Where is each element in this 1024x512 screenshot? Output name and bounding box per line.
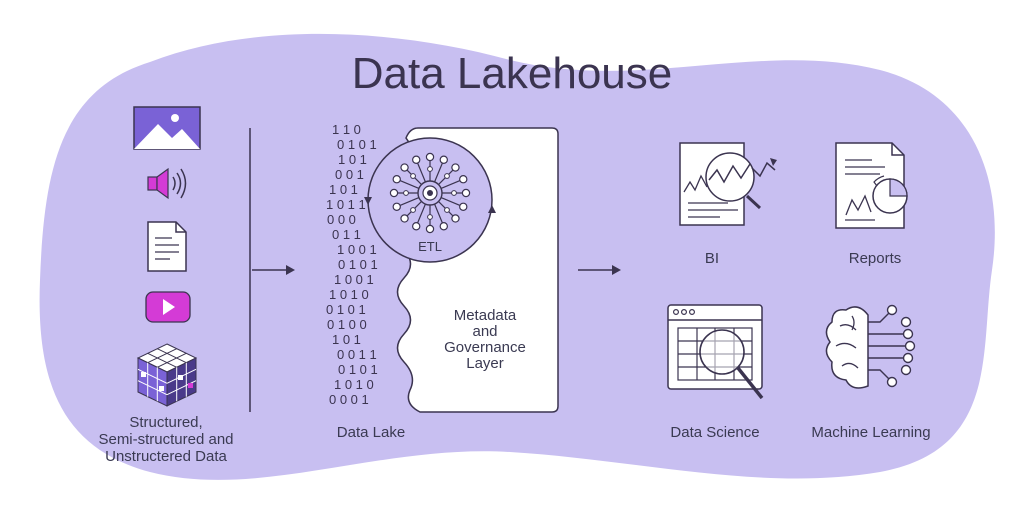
etl-label: ETL xyxy=(418,239,442,254)
binary-row: 1 0 1 xyxy=(329,182,358,197)
binary-row: 0 0 0 xyxy=(327,212,356,227)
binary-row: 1 0 1 xyxy=(332,332,361,347)
bi-chart-icon xyxy=(679,142,777,226)
sources-caption-line: Structured, xyxy=(129,414,203,431)
brain-network-icon xyxy=(825,304,916,389)
speaker-icon xyxy=(147,167,187,200)
data-science-label: Data Science xyxy=(670,424,760,441)
etl-cycle xyxy=(364,137,496,263)
binary-row: 0 1 0 1 xyxy=(338,362,378,377)
machine-learning-label: Machine Learning xyxy=(811,424,931,441)
binary-row: 1 0 1 0 xyxy=(334,377,374,392)
data-lake-label: Data Lake xyxy=(336,424,406,441)
metadata-line: Metadata xyxy=(453,307,517,324)
binary-row: 1 0 1 xyxy=(338,152,367,167)
metadata-governance-label: Metadata and Governance Layer xyxy=(420,308,550,372)
binary-row: 1 1 0 xyxy=(332,122,361,137)
sources-caption: Structured, Semi-structured and Unstruct… xyxy=(66,414,266,465)
reports-label: Reports xyxy=(848,250,902,267)
binary-row: 0 1 0 1 xyxy=(326,302,366,317)
data-science-icon xyxy=(667,304,764,400)
binary-row: 0 1 0 1 xyxy=(338,257,378,272)
binary-row: 1 0 1 1 xyxy=(326,197,366,212)
binary-row: 0 0 1 xyxy=(335,167,364,182)
arrow-to-outputs xyxy=(578,265,621,275)
reports-icon xyxy=(835,142,908,229)
binary-row: 1 0 0 1 xyxy=(334,272,374,287)
page-title: Data Lakehouse xyxy=(351,49,673,98)
metadata-line: Layer xyxy=(466,355,504,372)
sources-caption-line: Unstructered Data xyxy=(105,448,227,465)
binary-stream: 1 1 00 1 0 11 0 10 0 11 0 11 0 1 10 0 00… xyxy=(326,122,378,407)
document-icon xyxy=(147,221,187,272)
data-cube-icon xyxy=(136,343,198,407)
image-icon xyxy=(133,106,201,150)
video-play-icon xyxy=(145,291,191,323)
sources-caption-line: Semi-structured and xyxy=(98,431,234,448)
bi-label: BI xyxy=(704,250,720,267)
binary-row: 1 0 1 0 xyxy=(329,287,369,302)
binary-row: 1 0 0 1 xyxy=(337,242,377,257)
binary-row: 0 1 0 0 xyxy=(327,317,367,332)
binary-row: 0 1 0 1 xyxy=(337,137,377,152)
metadata-line: Governance xyxy=(444,339,526,356)
metadata-line: and xyxy=(472,323,498,340)
arrow-to-lake xyxy=(252,265,295,275)
binary-row: 0 0 0 1 xyxy=(329,392,369,407)
binary-row: 0 0 1 1 xyxy=(337,347,377,362)
network-hub-icon xyxy=(389,152,471,234)
binary-row: 0 1 1 xyxy=(332,227,361,242)
